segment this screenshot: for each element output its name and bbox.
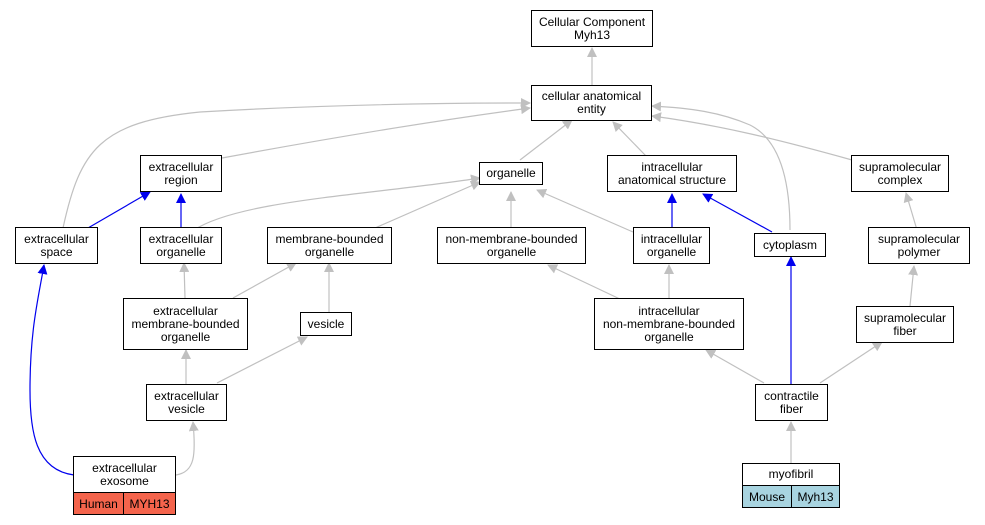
node-label: polymer: [897, 244, 941, 259]
node-label: organelle: [160, 329, 211, 344]
edge-exosome-exves: [175, 421, 199, 476]
edge-exspace-exreg: [87, 191, 151, 229]
node-label: vesicle: [307, 316, 345, 331]
node-label: supramolecular: [877, 231, 961, 246]
node-label: extracellular: [148, 159, 214, 174]
node-label: extracellular: [148, 231, 214, 246]
node-label: extracellular: [153, 303, 218, 318]
node-contractile-fiber[interactable]: contractile fiber: [755, 384, 828, 421]
node-extracellular-organelle[interactable]: extracellular organelle: [140, 227, 222, 264]
node-extracellular-exosome[interactable]: extracellular exosome: [73, 456, 176, 493]
gene-human-tag: MYH13: [124, 492, 176, 515]
node-cytoplasm[interactable]: cytoplasm: [754, 233, 826, 257]
node-label: contractile: [764, 388, 819, 403]
edge-cyto-ias: [702, 193, 773, 233]
edge-exmbo-mbo: [232, 262, 297, 299]
node-label: intracellular: [638, 303, 700, 318]
edge-exmbo-exorg: [179, 262, 190, 299]
edge-cfiber-smf: [819, 341, 883, 384]
node-label: cellular anatomical: [541, 89, 642, 103]
species-mouse-tag: Mouse: [742, 485, 792, 508]
node-intracellular-anatomical-structure[interactable]: intracellular anatomical structure: [607, 155, 737, 192]
edge-exorg-organelle: [193, 174, 481, 231]
gene-mouse-tag: Myh13: [792, 485, 840, 508]
node-label: organelle: [486, 244, 537, 259]
mouse-annotation: Mouse Myh13: [742, 485, 840, 508]
node-extracellular-vesicle[interactable]: extracellular vesicle: [146, 384, 227, 421]
node-label: cytoplasm: [762, 237, 818, 252]
node-supramolecular-polymer[interactable]: supramolecular polymer: [868, 227, 970, 264]
edge-cfiber-innmbo: [705, 349, 765, 384]
node-non-membrane-bounded-organelle[interactable]: non-membrane-bounded organelle: [437, 227, 586, 264]
node-supramolecular-fiber[interactable]: supramolecular fiber: [856, 306, 954, 343]
node-extracellular-membrane-bounded-organelle[interactable]: extracellular membrane-bounded organelle: [123, 298, 248, 350]
node-label: membrane-bounded: [275, 231, 384, 246]
edge-cyto-cae: [651, 101, 791, 231]
node-label: fiber: [893, 323, 917, 338]
node-label: region: [164, 172, 198, 187]
node-cellular-anatomical-entity[interactable]: cellular anatomical entity: [531, 85, 652, 121]
edge-smc-cae: [651, 112, 853, 161]
node-label: supramolecular: [863, 310, 947, 325]
edge-mbo-organelle: [374, 181, 481, 229]
human-annotation: Human MYH13: [73, 492, 176, 515]
node-label: membrane-bounded: [131, 316, 240, 331]
node-label: organelle: [304, 244, 355, 259]
node-label: intracellular: [641, 159, 703, 174]
edge-smf-smp: [908, 265, 919, 307]
node-label: organelle: [486, 166, 536, 180]
node-label: myofibril: [768, 467, 814, 481]
node-extracellular-space[interactable]: extracellular space: [15, 227, 98, 264]
edge-innmbo-nmbo: [547, 264, 623, 301]
node-label: entity: [577, 102, 606, 116]
node-label: extracellular: [92, 460, 157, 475]
node-label: fiber: [779, 401, 804, 416]
edge-exreg-cae: [221, 104, 531, 159]
node-label: complex: [877, 172, 923, 187]
node-label: organelle: [644, 329, 694, 344]
edge-ias-cae: [612, 121, 647, 157]
node-intracellular-organelle[interactable]: intracellular organelle: [633, 227, 710, 264]
node-label: non-membrane-bounded: [602, 316, 736, 331]
node-organelle[interactable]: organelle: [479, 162, 543, 185]
edge-exosome-exspace: [29, 264, 75, 476]
species-human-tag: Human: [73, 492, 124, 515]
edge-inorg-organelle: [536, 189, 634, 233]
node-cellular-component-root[interactable]: Cellular Component Myh13: [531, 10, 653, 47]
node-label: extracellular: [24, 231, 89, 246]
edge-exves-vesicle: [216, 336, 308, 384]
node-label: Myh13: [573, 27, 611, 42]
node-intracellular-non-membrane-bounded-organelle[interactable]: intracellular non-membrane-bounded organ…: [594, 298, 744, 350]
node-label: space: [40, 244, 73, 259]
node-extracellular-region[interactable]: extracellular region: [140, 155, 222, 192]
node-label: intracellular: [640, 231, 703, 246]
edge-exspace-cae: [62, 98, 531, 229]
node-label: anatomical structure: [617, 172, 727, 187]
node-label: extracellular: [154, 388, 219, 403]
node-supramolecular-complex[interactable]: supramolecular complex: [851, 155, 949, 192]
node-vesicle[interactable]: vesicle: [300, 312, 352, 336]
node-label: Cellular Component: [538, 14, 646, 29]
node-label: organelle: [646, 244, 697, 259]
node-myofibril[interactable]: myofibril: [742, 463, 840, 486]
node-label: exosome: [100, 473, 149, 488]
edge-smp-smc: [903, 192, 918, 231]
node-label: non-membrane-bounded: [445, 231, 578, 246]
node-membrane-bounded-organelle[interactable]: membrane-bounded organelle: [267, 227, 392, 264]
node-label: vesicle: [168, 401, 205, 416]
edge-organelle-cae: [519, 119, 573, 161]
node-label: supramolecular: [858, 159, 942, 174]
node-label: organelle: [156, 244, 206, 259]
